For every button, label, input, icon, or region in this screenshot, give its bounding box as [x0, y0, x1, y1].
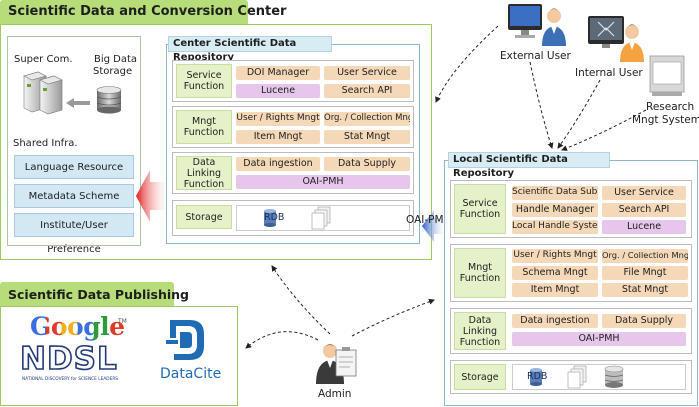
center-title: Scientific Data and Conversion Center [8, 4, 287, 19]
ndsl-subtitle: NATIONAL DISCOVERY for SCIENCE LEADERS [22, 377, 119, 382]
server-icon [23, 71, 63, 115]
stat-mngt-chip: Stat Mngt [324, 130, 410, 144]
oai-pmh-label: OAI-PMH [406, 214, 452, 226]
research-label-2: Mngt System [632, 114, 699, 126]
external-user-label: External User [500, 50, 571, 62]
local-repository-title: Local Scientific Data Repository [448, 152, 610, 179]
big-data-label-1: Big Data [94, 54, 138, 65]
item-mngt-chip: Item Mngt [236, 130, 320, 144]
google-logo: Google [30, 312, 125, 341]
infra-language-resource: Language Resource [14, 155, 134, 179]
lucene-chip: Lucene [236, 84, 320, 98]
oai-pmh-arrow-icon [422, 210, 448, 242]
admin-icon [316, 344, 357, 384]
local-org-collection-chip: Org. / Collection Mngt [602, 249, 688, 263]
center-storage-label: Storage [176, 205, 232, 229]
local-linking-label: Data Linking Function [454, 312, 506, 350]
arrow-left-icon [66, 98, 90, 108]
local-service-label: Service Function [454, 184, 506, 234]
red-arrow-icon [136, 170, 170, 222]
infra-user-preference: Institute/User Preference [14, 213, 134, 255]
handle-manager-chip: Handle Manager [512, 203, 598, 217]
local-rdb-icon [530, 368, 542, 386]
rdb-label: RDB [264, 212, 285, 223]
research-label-1: Research [646, 101, 695, 113]
google-tm: TM [118, 318, 127, 325]
external-user-icon [508, 4, 566, 46]
local-data-supply-chip: Data Supply [602, 314, 686, 328]
rdb-icon [264, 209, 276, 227]
local-storage-label: Storage [454, 364, 506, 390]
publishing-title: Scientific Data Publishing [8, 287, 189, 302]
center-left-group [7, 36, 141, 246]
schema-mngt-chip: Schema Mngt [512, 266, 598, 280]
local-documents-icon [567, 365, 587, 389]
infra-metadata-scheme: Metadata Scheme [14, 184, 134, 208]
org-collection-mngt-chip: Org. / Collection Mngt [324, 112, 410, 126]
user-service-chip: User Service [324, 66, 410, 80]
center-service-label: Service Function [176, 64, 232, 98]
super-com-label: Super Com. [14, 54, 73, 65]
file-mngt-chip: File Mngt [602, 266, 688, 280]
center-title-tab [0, 0, 248, 24]
ndsl-logo: NDSL [19, 341, 118, 377]
shared-infra-label: Shared Infra. [13, 138, 78, 149]
local-item-mngt-chip: Item Mngt [512, 283, 598, 297]
admin-label: Admin [318, 388, 352, 400]
publishing-title-tab [0, 282, 174, 306]
datacite-label: DataCite [160, 366, 222, 382]
local-handle-system-chip: Local Handle System [512, 220, 598, 234]
internal-user-icon [588, 16, 644, 62]
data-supply-chip: Data Supply [324, 157, 410, 171]
data-ingestion-chip: Data ingestion [236, 157, 320, 171]
local-mngt-label: Mngt Function [454, 248, 506, 298]
scientific-data-submit-chip: Scientific Data Submit [512, 186, 598, 200]
local-lucene-chip: Lucene [602, 220, 686, 234]
local-oai-pmh-chip: OAI-PMH [512, 332, 686, 346]
search-api-chip: Search API [324, 84, 410, 98]
center-repository-title: Center Scientific Data Repository [168, 36, 332, 63]
datacite-logo-icon [166, 320, 204, 360]
center-mngt-label: Mngt Function [176, 110, 232, 144]
database-icon [96, 86, 122, 114]
user-rights-mngt-chip: User / Rights Mngt [236, 112, 320, 126]
documents-icon [311, 206, 331, 230]
local-user-rights-chip: User / Rights Mngt [512, 249, 598, 263]
local-search-api-chip: Search API [602, 203, 686, 217]
local-data-ingestion-chip: Data ingestion [512, 314, 598, 328]
research-system-icon [649, 55, 685, 96]
doi-manager-chip: DOI Manager [236, 66, 320, 80]
local-user-service-chip: User Service [602, 186, 686, 200]
center-linking-label: Data Linking Function [176, 156, 232, 190]
oai-pmh-chip: OAI-PMH [236, 175, 410, 189]
internal-user-label: Internal User [575, 67, 643, 79]
big-data-label-2: Storage [93, 66, 133, 77]
local-rdb-label: RDB [527, 371, 548, 382]
local-database-icon [604, 365, 624, 388]
local-stat-mngt-chip: Stat Mngt [602, 283, 688, 297]
